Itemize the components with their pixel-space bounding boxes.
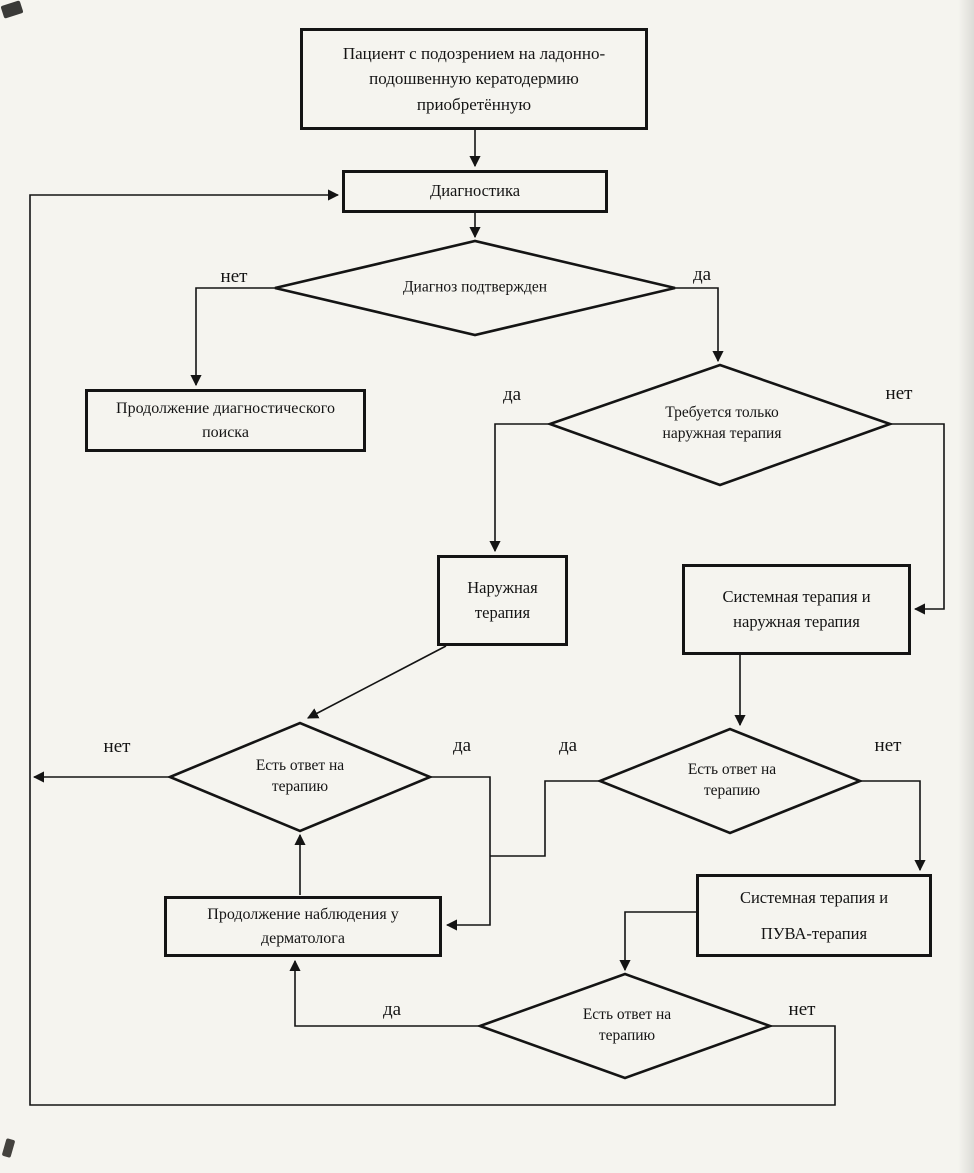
node-observation-dermatologist: Продолжение наблюдения у дерматолога [164, 896, 442, 957]
decision-diagnosis-confirmed-label: Диагноз подтвержден [402, 278, 548, 296]
edge-response-topical-yes-to-observation [430, 776, 491, 931]
node-systemic-plus-topical: Системная терапия и наружная терапия [682, 564, 911, 655]
edge-response-systemic-yes-join [490, 780, 600, 857]
edge-label-diagnosis-no: нет [220, 266, 248, 287]
connectors [29, 130, 945, 1106]
edge-label-response-topical-no: нет [103, 736, 131, 757]
edge-topical-therapy-to-response [307, 645, 447, 719]
edge-response-puva-no-feedback-to-diagnostics [29, 189, 836, 1106]
edge-label-response-systemic-yes: да [558, 735, 578, 756]
edge-topical-yes-to-topical-therapy [489, 423, 550, 553]
edge-label-response-puva-yes: да [382, 999, 402, 1020]
edge-diagnosis-no-to-search [190, 287, 275, 387]
decision-response-systemic-shape [596, 727, 864, 835]
node-continue-diag-search: Продолжение диагностического поиска [85, 389, 366, 452]
decision-response-topical-label: Есть ответ на терапию [255, 757, 345, 795]
decision-response-puva-label: Есть ответ на терапию [582, 1006, 672, 1044]
node-topical-therapy: Наружная терапия [437, 555, 568, 646]
node-systemic-puva: Системная терапия и ПУВА-терапия [696, 874, 932, 957]
decision-only-topical-label: Требуется только наружная терапия [662, 404, 782, 442]
edge-label-topical-no: нет [885, 383, 913, 404]
node-patient: Пациент с подозрением на ладонно- подошв… [300, 28, 648, 130]
decision-diagnosis-confirmed-shape [274, 239, 676, 337]
edge-label-response-puva-no: нет [788, 999, 816, 1020]
edge-puva-to-response [619, 911, 696, 972]
edge-response-systemic-no-to-puva [860, 780, 926, 872]
decision-response-puva-shape [476, 972, 774, 1080]
edge-label-response-systemic-no: нет [874, 735, 902, 756]
edge-topical-no-to-systemic [890, 423, 945, 615]
edge-label-response-topical-yes: да [452, 735, 472, 756]
decision-response-topical-shape [166, 721, 434, 833]
decision-response-systemic-label: Есть ответ на терапию [687, 761, 777, 799]
decision-shapes [166, 239, 894, 1080]
decision-only-topical-shape [546, 363, 894, 487]
edge-diagnosis-yes-to-topical-decision [675, 287, 724, 363]
node-diagnostics: Диагностика [342, 170, 608, 213]
edge-label-diagnosis-yes: да [692, 264, 712, 285]
edge-label-topical-yes: да [502, 384, 522, 405]
edge-response-puva-yes-to-observation [289, 959, 480, 1027]
